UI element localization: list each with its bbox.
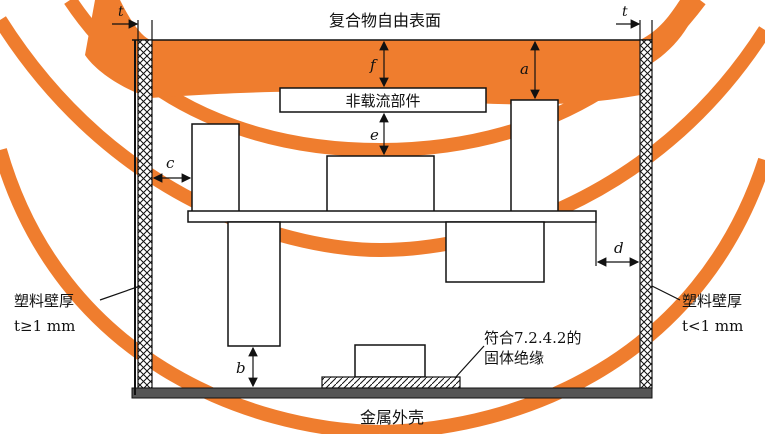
non-current-part-box [279, 87, 487, 113]
solid-insulation-label-line2: 固体绝缘 [484, 349, 544, 367]
solid-insulation-label-line1: 符合7.2.4.2的 [484, 329, 581, 347]
plastic-right-label-line1: 塑料壁厚 [682, 292, 742, 310]
dim-a-label: a [520, 60, 529, 78]
component-below-left [227, 221, 281, 347]
top-surface-label: 复合物自由表面 [329, 11, 441, 30]
leader-right-plastic [651, 285, 681, 301]
metal-shell-label: 金属外壳 [360, 408, 424, 427]
left-plastic-wall [137, 39, 153, 389]
dim-b-label: b [236, 359, 246, 377]
orange-top-cap-outer-right [640, 0, 700, 70]
dimension-arrows [99, 19, 681, 388]
dim-e-label: e [370, 126, 379, 144]
dim-f-label: f [369, 56, 378, 74]
plastic-left-label-line1: 塑料壁厚 [14, 292, 74, 310]
leader-solid-insulation [454, 345, 485, 379]
orange-top-cap [150, 40, 640, 105]
dim-t-left-label: t [118, 4, 124, 20]
dim-d-label: d [614, 239, 624, 257]
pcb-board [187, 210, 597, 223]
dim-c-label: c [166, 154, 175, 172]
component-on-insulation [354, 344, 426, 378]
component-left-tall [191, 123, 240, 215]
orange-arc-outer-right [379, 157, 765, 434]
component-below-right [445, 221, 545, 283]
metal-shell-bottom [131, 387, 653, 399]
component-middle [326, 155, 435, 215]
right-plastic-wall [639, 39, 653, 389]
component-right-tall [510, 99, 559, 215]
plastic-left-label-line2: t≥1 mm [14, 317, 75, 335]
non-current-part-label: 非载流部件 [345, 92, 420, 110]
dim-t-right-label: t [622, 4, 628, 20]
solid-insulation-pad [321, 376, 461, 389]
plastic-right-label-line2: t<1 mm [682, 317, 743, 335]
orange-arc-outer-left [0, 148, 381, 434]
leader-left-plastic [99, 285, 141, 301]
